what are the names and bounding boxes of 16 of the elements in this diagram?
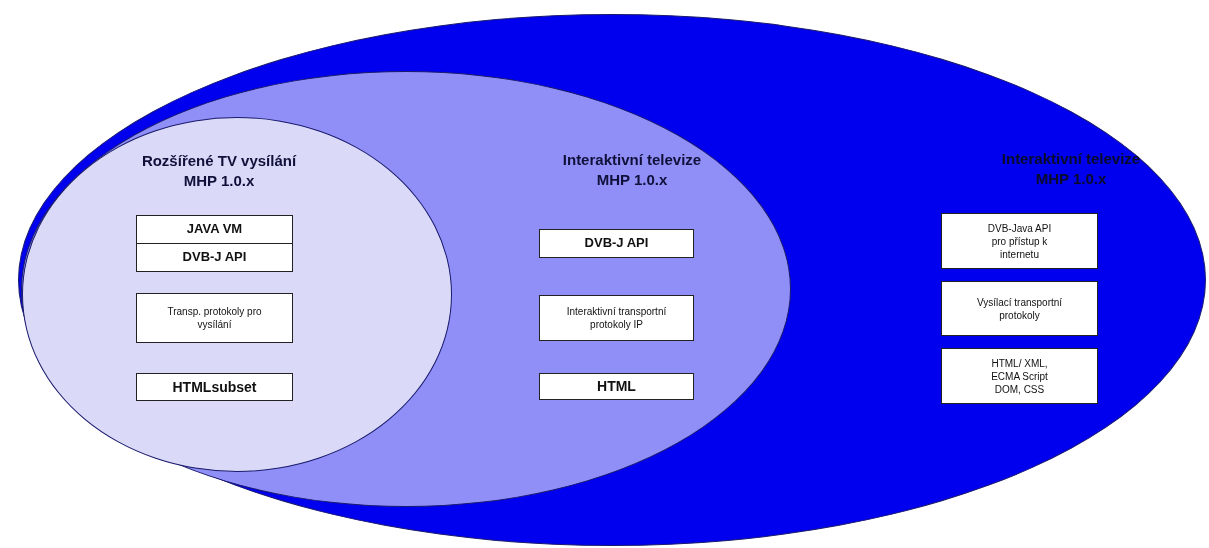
label-box: JAVA VM: [136, 215, 293, 244]
label-box: Vysílací transportní protokoly: [941, 281, 1098, 336]
label-box: Interaktivní transportní protokoly IP: [539, 295, 694, 341]
region-title: Interaktivní televize: [561, 150, 703, 170]
version-label: MHP 1.0.x: [595, 170, 669, 190]
label-box: Transp. protokoly pro vysílání: [136, 293, 293, 343]
region-title: Interaktivní televize: [1000, 149, 1142, 169]
label-box: HTMLsubset: [136, 373, 293, 401]
label-box: DVB-J API: [539, 229, 694, 258]
label-box: HTML: [539, 373, 694, 400]
region-title: Rozšířené TV vysílání: [140, 151, 298, 171]
label-box: DVB-Java API pro přístup k internetu: [941, 213, 1098, 269]
version-label: MHP 1.0.x: [1034, 169, 1108, 189]
label-box: DVB-J API: [136, 243, 293, 272]
version-label: MHP 1.0.x: [182, 171, 256, 191]
label-box: HTML/ XML, ECMA Script DOM, CSS: [941, 348, 1098, 404]
